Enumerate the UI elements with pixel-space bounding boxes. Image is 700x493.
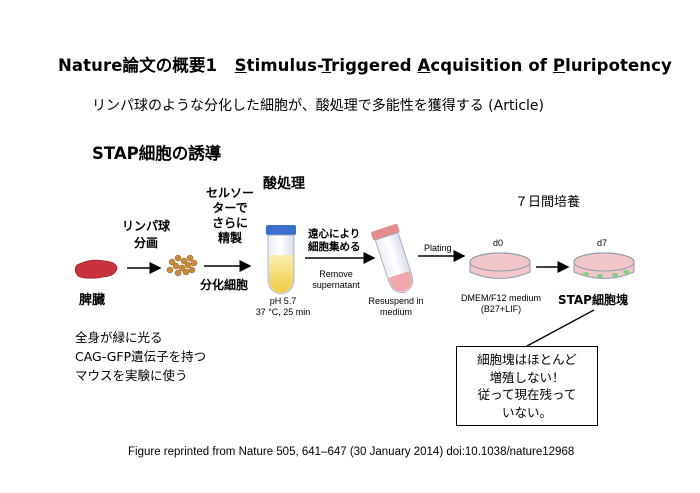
culture-dish-d7-icon bbox=[573, 252, 635, 279]
title-word-1: timulus- bbox=[246, 56, 322, 75]
callout-box: 細胞塊はほとんど 増殖しない！ 従って現在残って いない。 bbox=[456, 346, 598, 426]
spleen-label: 脾臓 bbox=[79, 293, 106, 308]
acid-treatment-label: 酸処理 bbox=[263, 176, 305, 192]
slide-title: Nature論文の概要1 Stimulus-Triggered Acquisit… bbox=[58, 52, 672, 76]
citation-footer: Figure reprinted from Nature 505, 641–64… bbox=[128, 446, 575, 458]
title-word-3: cquisition of bbox=[430, 56, 553, 75]
title-initial-t: T bbox=[321, 56, 332, 75]
cell-sorter-label: セルソー ターで さらに 精製 bbox=[206, 186, 255, 245]
medium-label: DMEM/F12 medium (B27+LIF) bbox=[460, 293, 541, 314]
title-initial-a: A bbox=[417, 56, 431, 75]
section-heading: STAP細胞の誘導 bbox=[92, 144, 222, 163]
differentiated-cells-label: 分化細胞 bbox=[200, 278, 249, 292]
culture-duration-label: ７日間培養 bbox=[515, 195, 581, 210]
title-initial-s: S bbox=[234, 56, 247, 75]
slide-subtitle: リンパ球のような分化した細胞が、酸処理で多能性を獲得する (Article) bbox=[92, 98, 545, 114]
acid-conditions-label: pH 5.7 37 °C, 25 min bbox=[255, 296, 311, 317]
remove-supernatant-label: Remove supernatant bbox=[312, 269, 360, 290]
title-word-2: riggered bbox=[331, 56, 418, 75]
acid-treatment-tube-icon bbox=[266, 225, 296, 295]
resuspend-tube-icon bbox=[371, 223, 413, 294]
lymphocyte-cells-icon bbox=[166, 254, 198, 277]
title-word-4: luripotency bbox=[565, 56, 672, 75]
lymphocyte-label: リンパ球 分画 bbox=[122, 219, 171, 250]
title-initial-p: P bbox=[552, 56, 566, 75]
culture-dish-d0-icon bbox=[469, 252, 531, 279]
title-prefix: Nature論文の概要1 bbox=[58, 56, 218, 75]
stap-cluster-label: STAP細胞塊 bbox=[558, 293, 628, 307]
spleen-icon bbox=[74, 259, 118, 279]
centrifuge-label: 遠心により 細胞集める bbox=[308, 228, 361, 253]
day0-label: d0 bbox=[493, 238, 504, 248]
day7-label: d7 bbox=[597, 238, 608, 248]
callout-pointer bbox=[526, 309, 595, 347]
mouse-note: 全身が緑に光る CAG-GFP遺伝子を持つ マウスを実験に使う bbox=[75, 330, 207, 383]
resuspend-label: Resuspend in medium bbox=[368, 296, 424, 317]
plating-label: Plating bbox=[424, 243, 452, 253]
